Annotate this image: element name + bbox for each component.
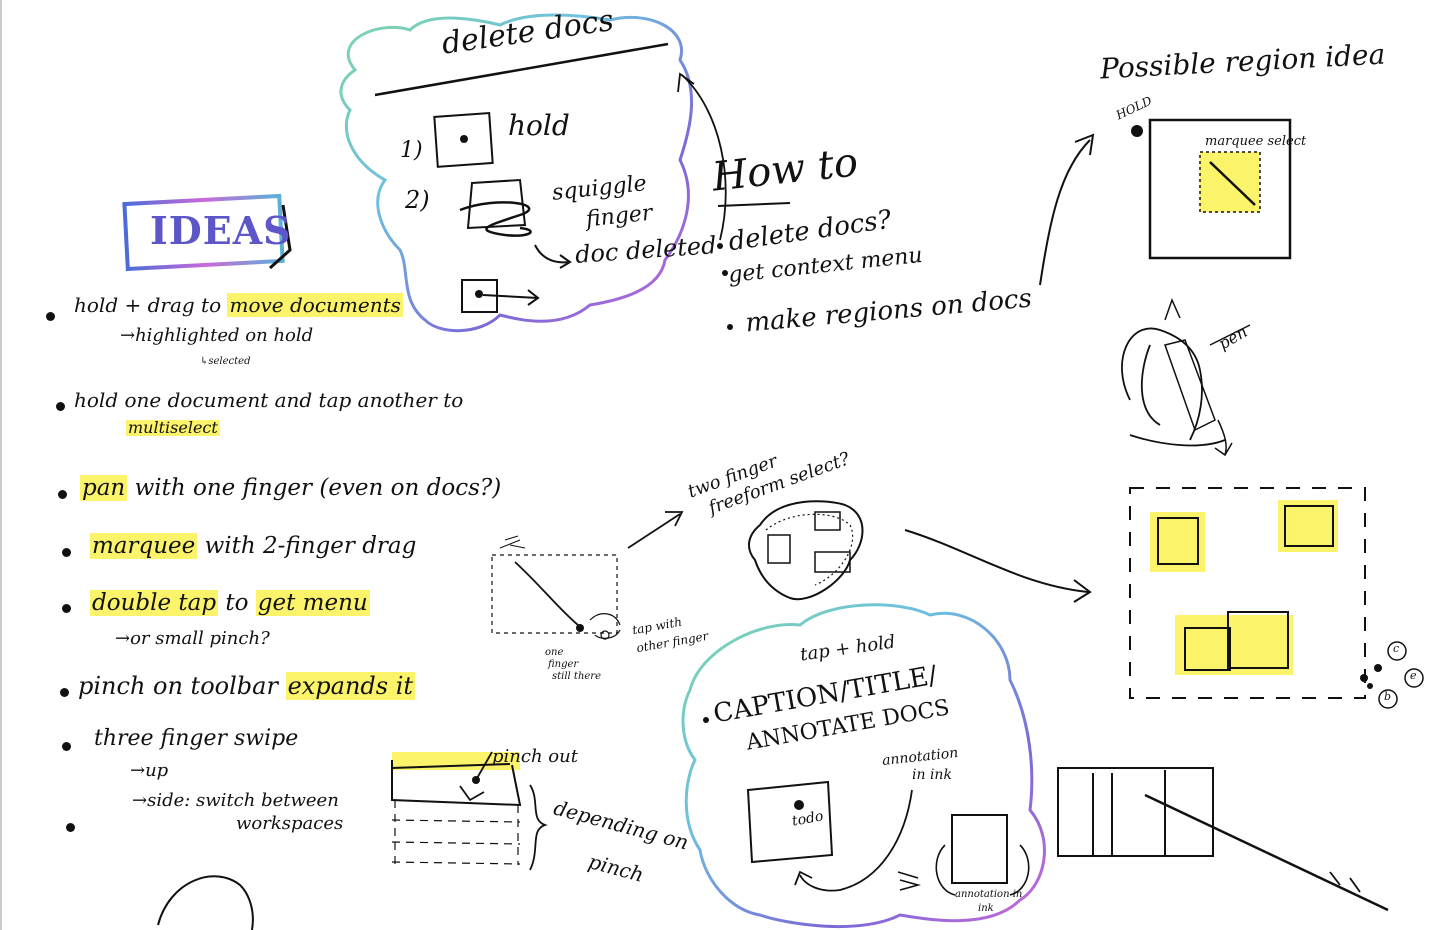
region-outer-doc — [1148, 118, 1292, 260]
idea-subsubnote: ↳selected — [200, 356, 251, 367]
bullet — [58, 490, 67, 499]
idea-double-tap: double tap to get menu — [90, 590, 370, 616]
highlighted-text: move documents — [227, 293, 403, 317]
bullet — [727, 324, 733, 330]
bullet — [62, 742, 71, 751]
corner-mark-c — [1387, 641, 1407, 661]
freeform-select-blob — [748, 500, 864, 601]
idea-subnote: workspaces — [236, 813, 344, 834]
idea-three-finger: three finger swipe — [94, 726, 299, 751]
grid-sketch — [1057, 767, 1214, 857]
bullet — [62, 548, 71, 557]
corner-label-e: e — [1410, 669, 1417, 682]
highlighted-text: expands it — [285, 672, 416, 700]
workspace-dashed-frame — [1129, 487, 1366, 699]
pen-hand-sketch — [1121, 327, 1226, 447]
bullet — [66, 823, 75, 832]
idea-toolbar: pinch on toolbar expands it — [78, 672, 416, 700]
bullet — [703, 717, 709, 723]
idea-marquee: marquee with 2-finger drag — [90, 533, 417, 559]
delete-docs-underline — [374, 42, 669, 97]
toolbar-sketch — [391, 760, 522, 807]
bottom-annotation-a: annotation in — [955, 889, 1023, 900]
bullet — [60, 688, 69, 697]
bullet — [717, 243, 723, 249]
idea-subnote: →highlighted on hold — [120, 325, 314, 346]
idea-multiselect: hold one document and tap another to — [74, 388, 464, 412]
bottom-annotation-b: ink — [978, 903, 994, 914]
corner-label-c: c — [1393, 642, 1400, 655]
ideas-label: IDEAS — [150, 208, 292, 253]
bullet — [62, 604, 71, 613]
idea-text: with 2-finger drag — [204, 533, 417, 559]
page-edge — [0, 0, 2, 930]
step1-label: hold — [508, 109, 570, 142]
highlighted-text: get menu — [255, 590, 370, 616]
corner-label-b: b — [1384, 690, 1392, 703]
highlighted-text: multiselect — [126, 418, 220, 437]
idea-subnote: →side: switch between — [132, 790, 339, 811]
step1-doc-icon — [433, 112, 494, 168]
one-finger-label-c: still there — [552, 671, 601, 682]
bullet — [46, 312, 55, 321]
step2-number: 2) — [405, 186, 430, 214]
highlighted-text: marquee — [90, 533, 198, 559]
idea-text: with one finger (even on docs?) — [134, 475, 502, 501]
idea-text: to — [225, 590, 249, 616]
idea-text: hold + drag to — [74, 293, 228, 317]
marquee-sketch-box — [491, 554, 618, 634]
one-finger-label-b: finger — [548, 659, 579, 670]
idea-text: pinch on toolbar — [78, 672, 278, 700]
highlighted-text: pan — [80, 475, 128, 501]
idea-subnote: →up — [130, 760, 169, 781]
caption-doc-left — [746, 780, 834, 864]
bullet — [722, 270, 728, 276]
corner-mark-b — [1378, 689, 1398, 709]
idea-pan: pan with one finger (even on docs?) — [80, 475, 502, 501]
idea-move-documents: hold + drag to move documents — [74, 293, 403, 317]
ideas-box — [122, 193, 285, 272]
hold-dot — [1131, 125, 1143, 137]
corner-mark-e — [1404, 668, 1424, 688]
delete-docs-cloud — [339, 13, 693, 333]
bullet — [56, 402, 65, 411]
marquee-label: marquee select — [1205, 134, 1307, 149]
pinch-out-label: pinch out — [492, 746, 578, 767]
step2-doc-icon — [466, 178, 527, 230]
annotation-label-b: in ink — [912, 767, 952, 783]
step1-number: 1) — [400, 138, 423, 163]
idea-subnote: →or small pinch? — [115, 628, 270, 649]
caption-doc-right — [951, 814, 1008, 884]
caption-cloud — [681, 603, 1046, 928]
one-finger-label-a: one — [545, 647, 564, 658]
highlighted-text: double tap — [90, 590, 219, 616]
